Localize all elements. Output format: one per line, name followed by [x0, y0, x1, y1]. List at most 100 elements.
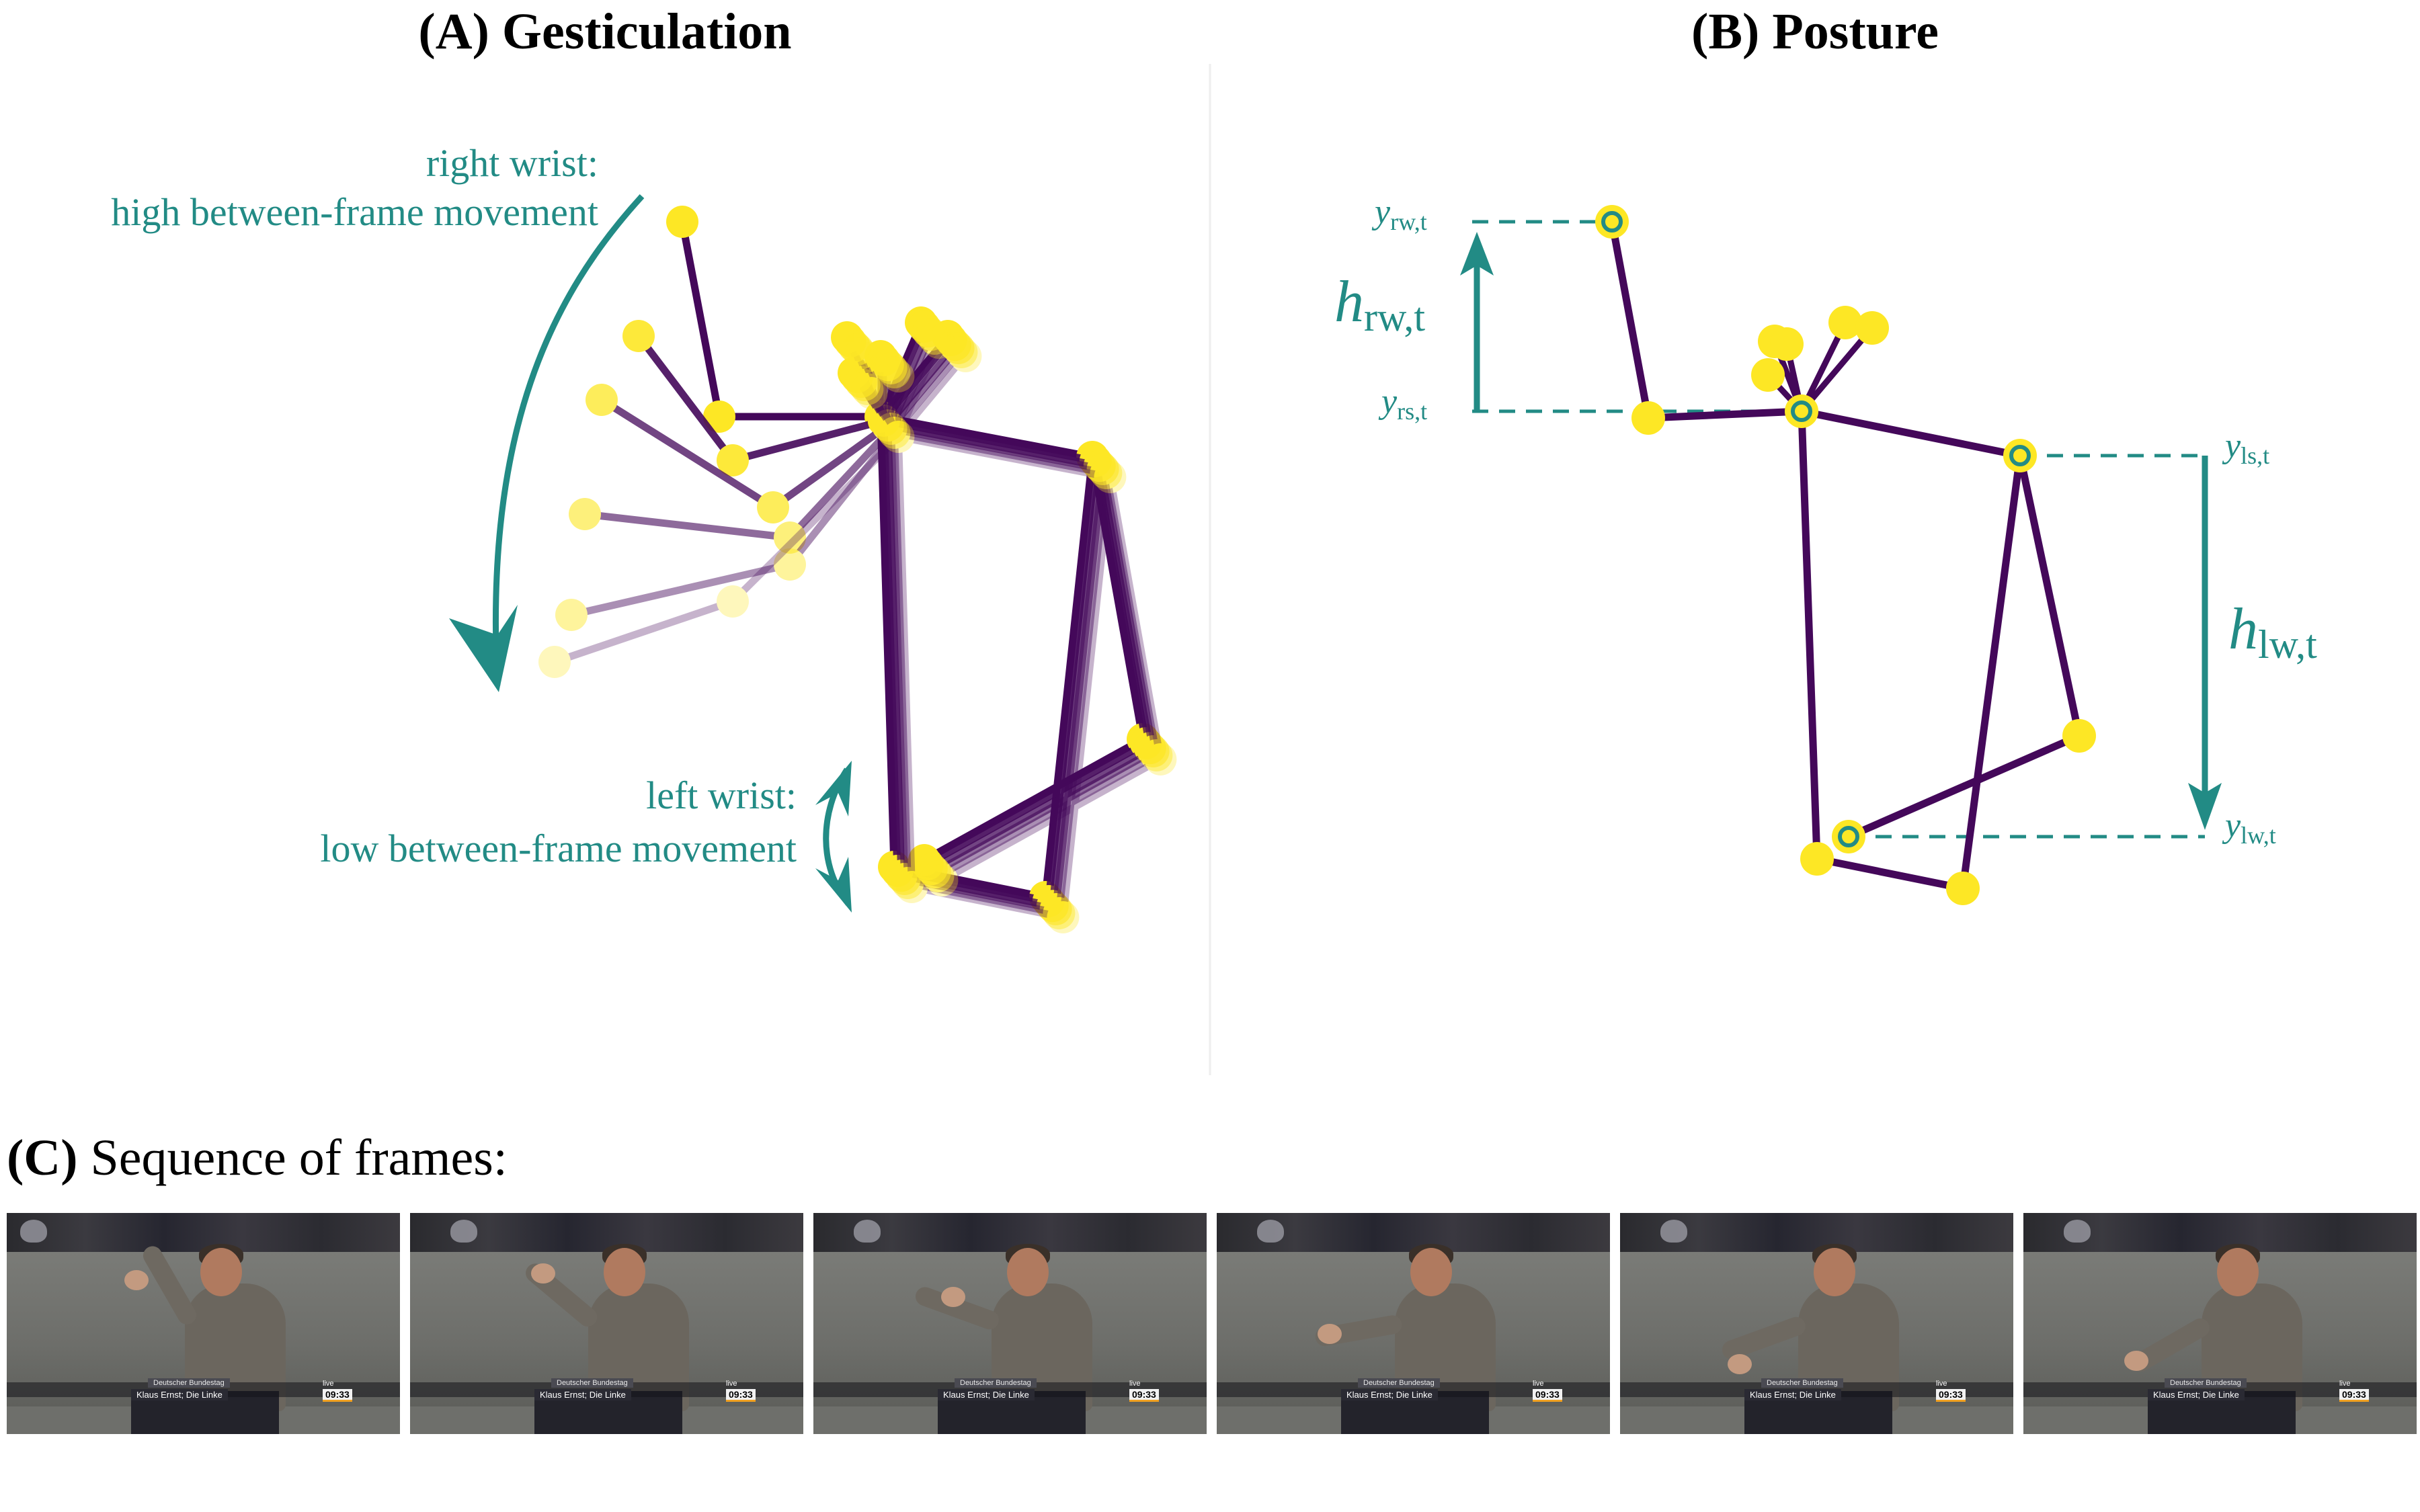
joint: [945, 336, 978, 368]
label-y-lw: ylw,t: [2222, 806, 2276, 849]
joint: [882, 421, 915, 453]
joint: [1800, 842, 1834, 876]
joint: [555, 599, 588, 631]
joint: [1086, 453, 1119, 485]
joint: [855, 377, 888, 409]
speaker-head: [1410, 1248, 1452, 1296]
caption-name: Klaus Ernst; Die Linke: [2148, 1389, 2245, 1400]
eagle-emblem: [1257, 1220, 1284, 1243]
bone: [1106, 473, 1164, 763]
label-y-ls: yls,t: [2222, 427, 2269, 469]
audience-row: [7, 1213, 400, 1252]
joint: [878, 356, 911, 388]
caption-org: Deutscher Bundestag: [2165, 1378, 2247, 1388]
head-bone: [864, 387, 897, 435]
bone: [1644, 407, 1806, 422]
bone: [567, 560, 794, 619]
skeleton-frame-6: [538, 327, 1177, 933]
bone: [1798, 407, 1821, 863]
head-bone: [895, 341, 942, 438]
h-rw-arrowhead: [1460, 232, 1494, 276]
speaker-hand: [941, 1287, 965, 1307]
timestamp: 09:33: [1936, 1389, 1966, 1402]
bone: [635, 332, 737, 464]
bone: [678, 218, 723, 421]
left-wrist-arrowhead-up: [815, 761, 852, 816]
key-joint: [2003, 439, 2037, 472]
joint: [1047, 901, 1080, 933]
joint: [757, 491, 789, 523]
joint: [875, 352, 908, 384]
eagle-emblem: [1660, 1220, 1687, 1243]
key-joint: [1832, 820, 1865, 853]
joint: [2062, 719, 2096, 753]
live-label: live: [1129, 1380, 1141, 1388]
joint: [1751, 358, 1785, 392]
joint: [1828, 306, 1862, 339]
speaker-head: [1814, 1248, 1855, 1296]
left-wrist-arrowhead-down: [815, 857, 852, 913]
bone: [729, 433, 902, 605]
h-lw-arrowhead: [2188, 783, 2222, 830]
speaker-hand: [2124, 1351, 2148, 1371]
joint: [774, 548, 806, 581]
joint: [875, 413, 908, 445]
joint: [1631, 401, 1665, 435]
speaker-hand: [531, 1263, 555, 1284]
bone: [1959, 452, 2024, 892]
panel-c-title: (C) Sequence of frames:: [7, 1129, 508, 1187]
joint: [717, 585, 749, 618]
joint: [844, 337, 877, 370]
timestamp: 09:33: [2339, 1389, 2369, 1402]
caption-name: Klaus Ernst; Die Linke: [1744, 1389, 1841, 1400]
panel-c-text: Sequence of frames:: [77, 1130, 508, 1186]
posture-skeleton: [1595, 205, 2096, 905]
joint: [882, 360, 915, 392]
bone: [769, 421, 892, 511]
joint: [1039, 893, 1072, 925]
head-bone: [862, 356, 901, 438]
speaker-hand: [1728, 1354, 1752, 1374]
head-bone: [858, 352, 897, 434]
skeleton-frame-5: [555, 323, 1173, 929]
key-joint: [1785, 394, 1818, 428]
panel-b-title: (B) Posture: [1691, 3, 1939, 60]
right-wrist-label-2: high between-frame movement: [111, 190, 598, 234]
joint: [1855, 311, 1889, 345]
pose-diagram: right wrist: high between-frame movement…: [111, 64, 2317, 1075]
left-wrist-label-2: low between-frame movement: [320, 827, 797, 870]
bone: [894, 433, 916, 891]
joint: [1946, 872, 1980, 905]
joint: [538, 646, 571, 678]
eagle-emblem: [2064, 1220, 2091, 1243]
timestamp: 09:33: [726, 1389, 756, 1402]
joint: [915, 319, 948, 351]
bone: [887, 425, 909, 883]
joint: [1770, 327, 1804, 361]
speaker-head: [2217, 1248, 2259, 1296]
gesticulation-skeletons: [538, 206, 1177, 933]
caption-org: Deutscher Bundestag: [551, 1378, 633, 1388]
key-joint-marker: [2009, 445, 2031, 466]
bone: [903, 879, 1063, 917]
bone: [920, 735, 1147, 864]
bone: [551, 597, 737, 666]
caption-name: Klaus Ernst; Die Linke: [131, 1389, 228, 1400]
caption-org: Deutscher Bundestag: [1761, 1378, 1843, 1388]
joint: [878, 417, 911, 449]
key-joint-marker: [1791, 401, 1812, 422]
joint: [851, 373, 884, 405]
caption-name: Klaus Ernst; Die Linke: [1341, 1389, 1438, 1400]
bone: [581, 510, 794, 542]
timestamp: 09:33: [323, 1389, 352, 1402]
joint: [1140, 739, 1173, 771]
eagle-emblem: [450, 1220, 477, 1243]
bone: [938, 755, 1164, 884]
bone: [786, 425, 895, 542]
bone: [908, 883, 1067, 921]
eagle-emblem: [854, 1220, 881, 1243]
